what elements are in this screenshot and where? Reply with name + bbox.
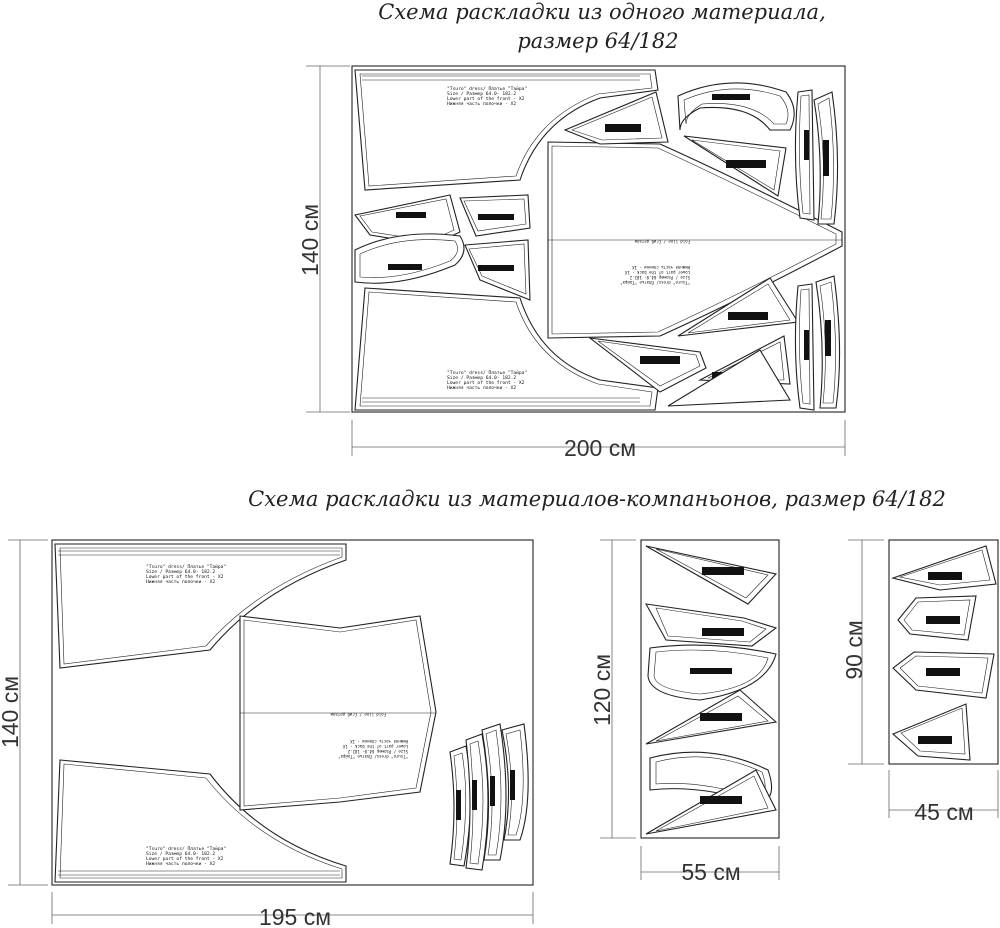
layout1-fold-line-label: Fold line / Сгиб детали (634, 239, 690, 244)
layout2-lower-front-top: "Tsuro" dress/ Платье "Тайра" Size / Раз… (54, 543, 347, 669)
layout1-back-label-2: Lower part of the back - 1X (624, 270, 690, 275)
layout2-companion2-height-label: 90 см (841, 620, 867, 679)
layout2-back-label-4: "Tsuro" dress/ Платье "Тайра" (338, 754, 408, 759)
layout1-width-label: 200 см (564, 435, 636, 461)
layout2-bottom-label-3: Lower part of the front - X2 (146, 856, 224, 862)
layout2-bottom-label-1: "Tsuro" dress/ Платье "Тайра" (146, 846, 226, 852)
layout1-top-label-1: "Tsuro" dress/ Платье "Тайра" (447, 86, 527, 92)
layout2-companion2-pieces (891, 545, 997, 761)
layout1-top-label-4: Нижняя часть полочки - X2 (447, 101, 516, 107)
layout1-back-label-1: Нижняя часть спинки - 1X (632, 265, 690, 270)
layout2-companion1-width-label: 55 см (681, 859, 740, 885)
layout1-lower-front-bottom: "Tsuro" dress/ Платье "Тайра" Size / Раз… (354, 287, 659, 411)
layout1-small-pieces-right-top (563, 82, 839, 225)
layout2-companion1-pieces (644, 545, 778, 835)
layout2-companion2-width-label: 45 см (914, 799, 973, 825)
layout1-title-line1: Схема раскладки из одного материала, (378, 0, 826, 24)
layout2-top-label-1: "Tsuro" dress/ Платье "Тайра" (146, 564, 226, 570)
layout2-back-label-2: Lower part of the back - 1X (342, 744, 408, 749)
layout2-facing-strips (449, 723, 529, 871)
layout1-back-label-3: Size / Размер 64.0- 182.2 (629, 275, 690, 280)
layout1-lower-front-top: "Tsuro" dress/ Платье "Тайра" Size / Раз… (354, 69, 659, 191)
layout1-bottom-label-2: Size / Размер 64.0- 182.2 (447, 375, 516, 381)
layout1-bottom-label-4: Нижняя часть полочки - X2 (447, 385, 516, 391)
layout1-top-label-3: Lower part of the front - X2 (447, 96, 525, 102)
layout1-height-label: 140 см (297, 204, 323, 276)
layout1-bottom-label-1: "Tsuro" dress/ Платье "Тайра" (447, 370, 527, 376)
layout1-title-line2: размер 64/182 (517, 29, 678, 53)
layout1-small-pieces-right-bottom (588, 275, 841, 411)
layout2-bottom-label-4: Нижняя часть полочки - X2 (146, 861, 215, 867)
layout1-back-label-4: "Tsuro" dress/ Платье "Тайра" (620, 280, 690, 285)
layout2-main-width-label: 195 см (259, 904, 331, 928)
layout1-small-pieces-left (354, 194, 531, 301)
layout2-back-label-1: Нижняя часть спинки - 1X (350, 739, 408, 744)
layout2-lower-front-bottom: "Tsuro" dress/ Платье "Тайра" Size / Раз… (54, 759, 347, 883)
layout2-back-label-3: Size / Размер 64.0- 182.2 (347, 749, 408, 754)
layout2-top-label-2: Size / Размер 64.0- 182.2 (146, 569, 215, 575)
layout2-top-label-3: Lower part of the front - X2 (146, 574, 224, 580)
layout2-bottom-label-2: Size / Размер 64.0- 182.2 (146, 851, 215, 857)
layout1-top-label-2: Size / Размер 64.0- 182.2 (447, 91, 516, 97)
layout2-main-height-label: 140 см (0, 676, 23, 748)
layout2-fold-line-label: Fold line / Сгиб детали (330, 712, 386, 717)
layout1-bottom-label-3: Lower part of the front - X2 (447, 380, 525, 386)
layout2-lower-back: Fold line / Сгиб детали Нижняя часть спи… (239, 615, 437, 811)
layout2-top-label-4: Нижняя часть полочки - X2 (146, 579, 215, 585)
layout2-companion1-height-label: 120 см (589, 654, 615, 726)
layout2-title: Схема раскладки из материалов-компаньоно… (248, 487, 946, 511)
layout1-lower-back: Fold line / Сгиб детали Нижняя часть спи… (547, 141, 843, 339)
